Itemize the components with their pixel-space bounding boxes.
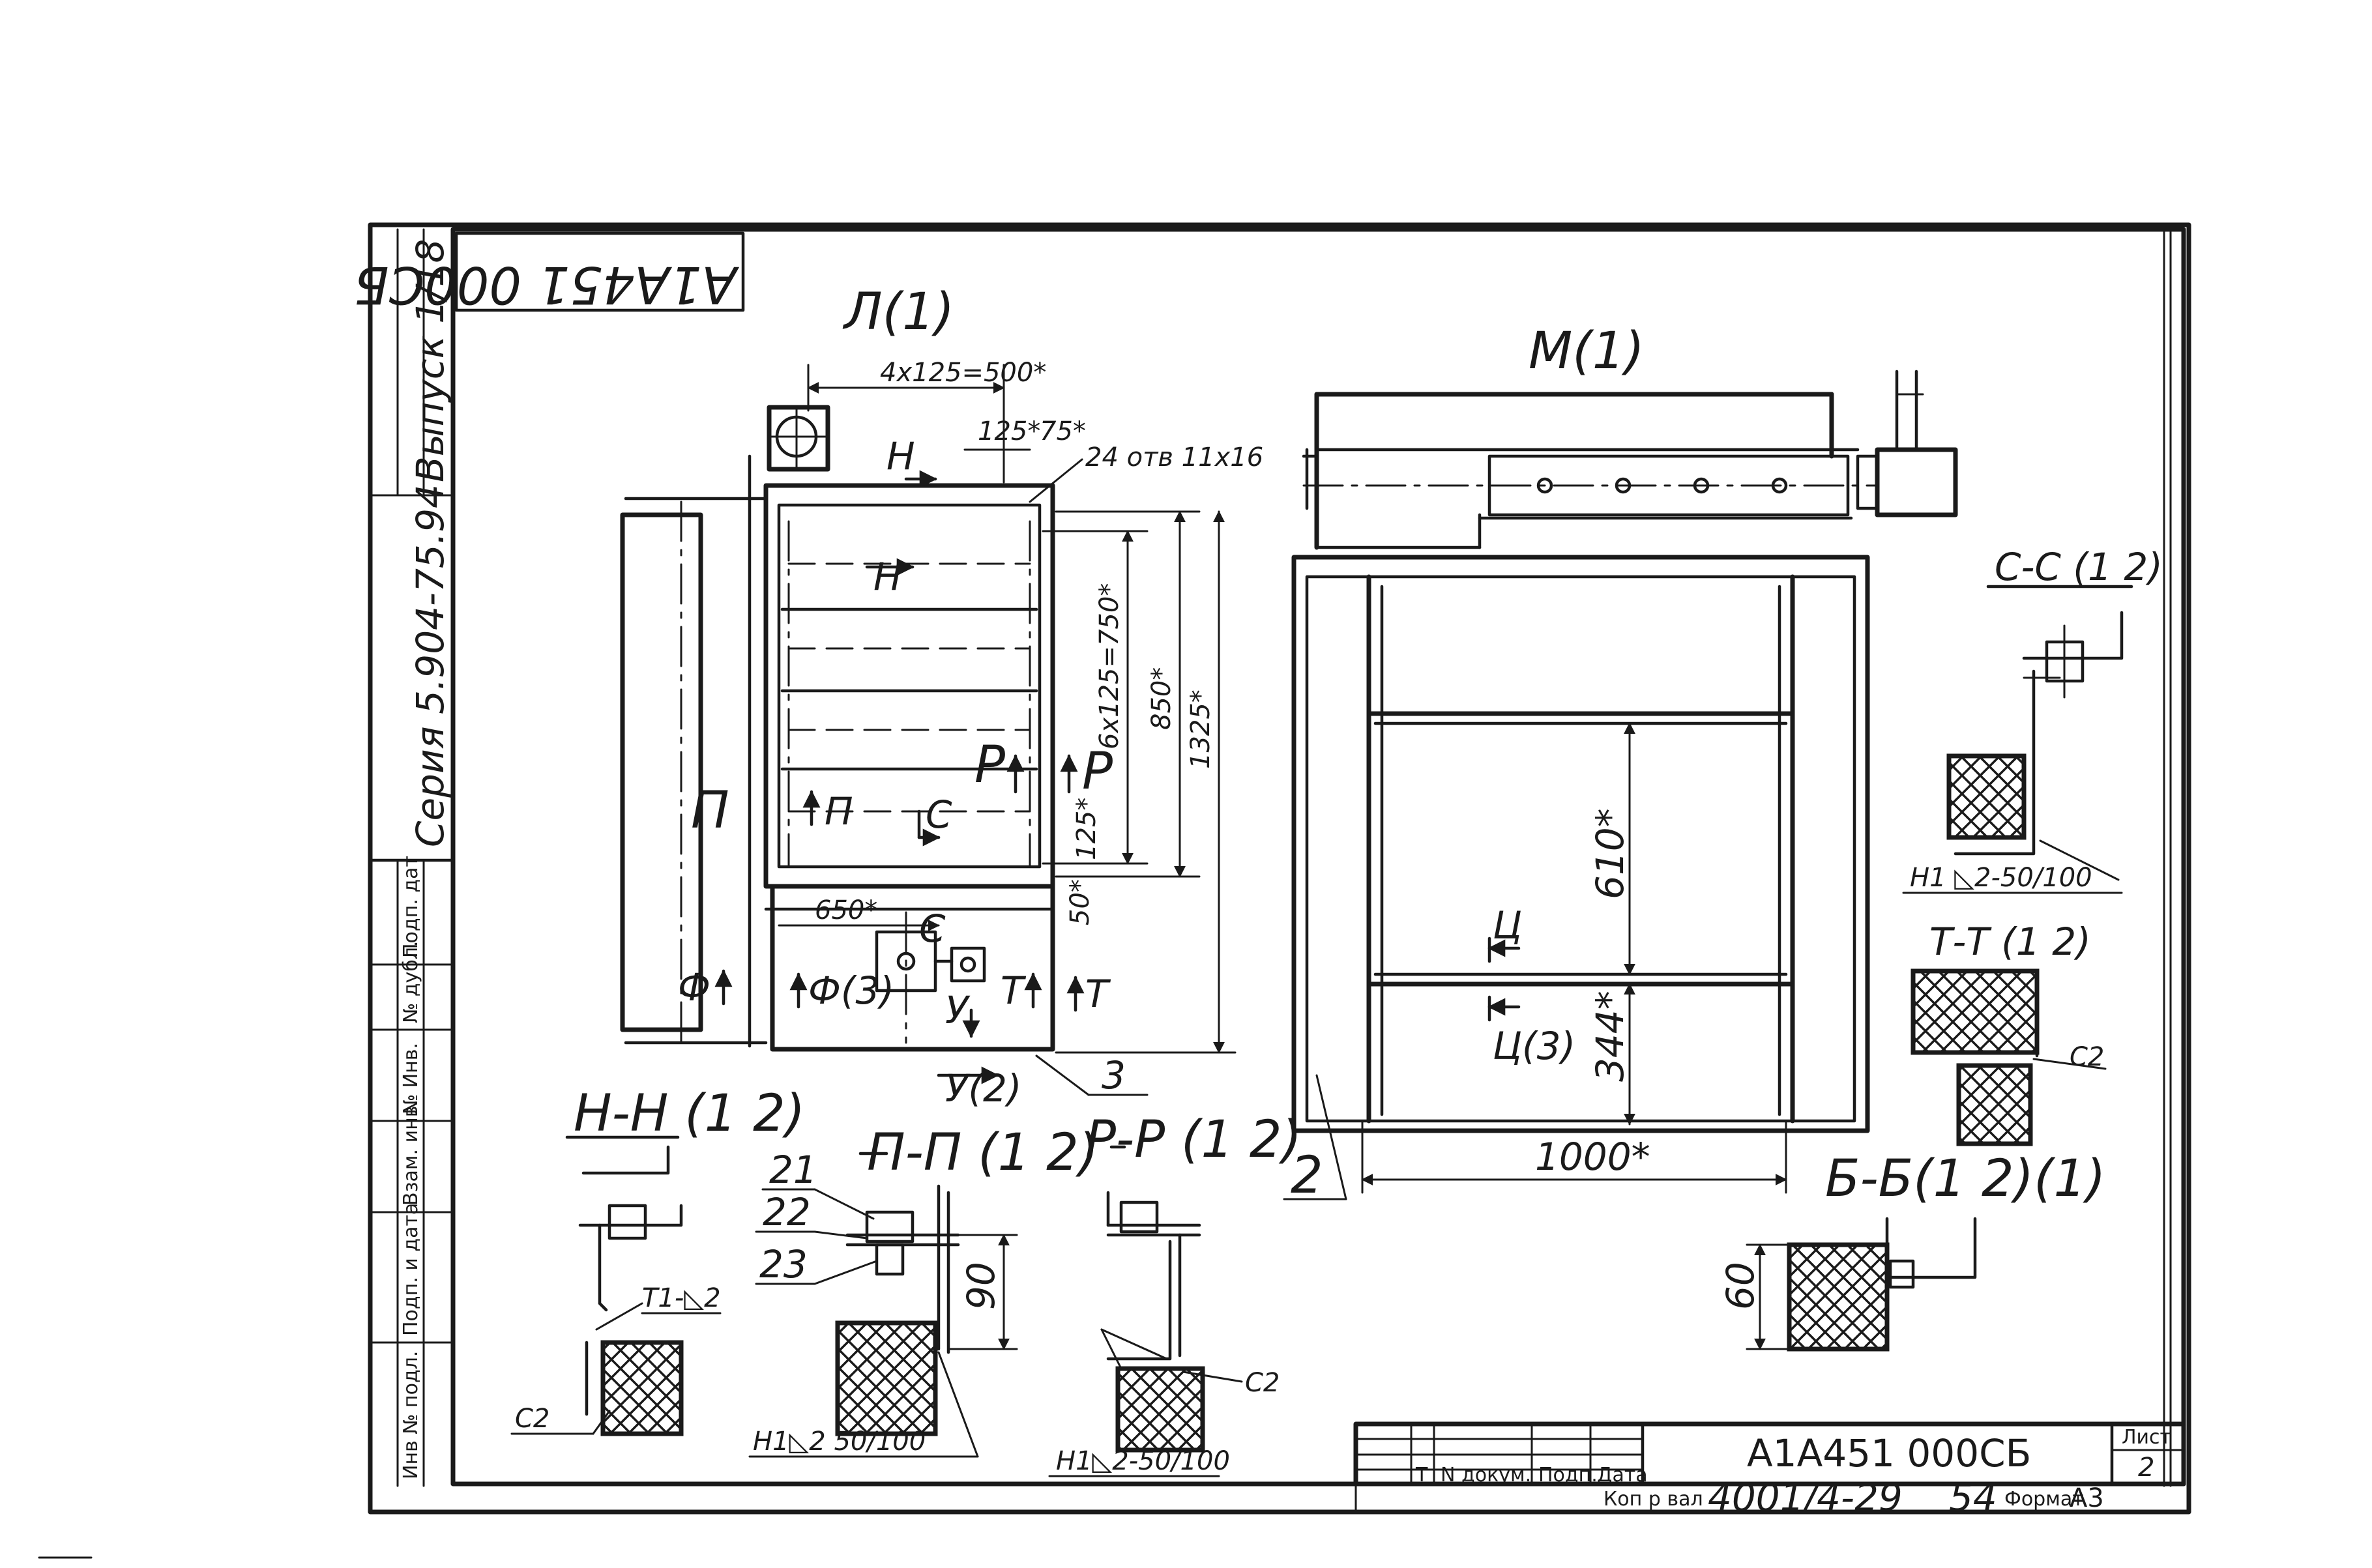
sec-n: Н: [886, 434, 915, 478]
tt-title: Т-Т (1 2): [1929, 920, 2091, 964]
drawing-number-rotated: А1А451 000СБ: [354, 255, 740, 313]
section-rr: Р-Р (1 2) С2 Н1◺2-50/100: [1048, 1111, 1302, 1477]
tb-col-date: Дата: [1597, 1464, 1648, 1487]
tb-col-t: Т: [1415, 1464, 1428, 1487]
sec-c3: Ц(3): [1493, 1024, 1575, 1068]
dim-1000: 1000*: [1535, 1135, 1650, 1179]
tb-order-suffix: 54: [1949, 1475, 1997, 1520]
sec-c: Ц: [1493, 903, 1522, 948]
inv-label-1: Инв № подл.: [400, 1351, 422, 1479]
inv-label-3: Взам. инв.: [400, 1099, 422, 1206]
nn-title: Н-Н (1 2): [574, 1084, 805, 1143]
section-pp: П-П (1 2) 90 21 22 23 Н1◺2 50/100: [748, 1124, 1098, 1458]
bb-dim: 60: [1718, 1262, 1763, 1310]
dim-125: 125*: [978, 416, 1040, 446]
sec-r2: Р: [1082, 742, 1113, 801]
rotated-number-box: А1А451 000СБ: [354, 231, 745, 313]
rr-title: Р-Р (1 2): [1085, 1111, 1302, 1169]
sheet-frame: [368, 222, 2191, 1515]
section-tt: Т-Т (1 2) С2: [1911, 920, 2107, 1146]
dim-75: 75*: [1040, 416, 1086, 446]
pos-3: 3: [1102, 1053, 1126, 1097]
pp-22: 22: [763, 1190, 811, 1234]
bb-title: Б-Б(1 2)(1): [1825, 1150, 2106, 1208]
sec-u: У: [945, 988, 971, 1032]
pp-21: 21: [769, 1148, 817, 1192]
section-nn: Н-Н (1 2) Т1-◺2 С2: [510, 1084, 805, 1436]
nn-weld: Т1-◺2: [642, 1283, 721, 1313]
sec-p: П: [691, 781, 729, 840]
tb-order-number: 4001/4-29: [1708, 1475, 1903, 1520]
sec-f: Ф: [678, 965, 710, 1009]
tb-copy-label: Коп р вал: [1603, 1488, 1703, 1511]
sec-u2: У(2): [945, 1066, 1022, 1111]
view-m: М(1) 610* 344*: [1283, 322, 1958, 1205]
series-label: Серия 5.904-75.94: [408, 484, 452, 847]
sec-t: Т: [1001, 968, 1027, 1013]
dim-850: 850*: [1147, 667, 1177, 730]
issue-label: Выпуск 1/18: [408, 239, 452, 482]
dim-6x125: 6х125=750*: [1094, 583, 1124, 749]
dim-1325: 1325*: [1186, 690, 1216, 769]
sec-s: С: [926, 792, 952, 837]
tt-c2: С2: [2070, 1042, 2104, 1072]
tb-format-value: А3: [2070, 1483, 2104, 1513]
pp-weld: Н1◺2 50/100: [753, 1427, 926, 1457]
rr-c2: С2: [1245, 1368, 1280, 1398]
pp-dim: 90: [959, 1262, 1003, 1310]
pp-23: 23: [759, 1242, 808, 1286]
inv-label-6: Подп. дат: [400, 856, 422, 958]
side-strip: Серия 5.904-75.94 Выпуск 1/18 Инв № подл…: [368, 228, 455, 1487]
pos-2: 2: [1291, 1146, 1323, 1205]
sec-n2: Н: [873, 555, 902, 599]
inv-label-5: № дубл.: [400, 941, 422, 1023]
sec-s2: С: [919, 907, 946, 951]
section-cc: С-С (1 2) Н1 ◺2-50/100: [1902, 545, 2163, 894]
pp-title: П-П (1 2): [867, 1124, 1098, 1182]
dim-650: 650*: [815, 895, 877, 925]
dim-610: 610*: [1588, 808, 1632, 899]
inv-label-2: Подп. и дата: [400, 1203, 422, 1336]
tb-sheet-label: Лист: [2122, 1426, 2171, 1449]
tb-drawing-number: А1А451 000СБ: [1747, 1431, 2031, 1475]
view-l-title: Л(1): [842, 283, 954, 341]
dim-50: 50*: [1065, 879, 1095, 925]
sec-f3: Ф(3): [808, 968, 894, 1013]
title-block: Т N докум. Подп. Дата А1А451 000СБ Лист …: [1353, 1421, 2186, 1520]
view-l: Л(1) 4: [620, 283, 1263, 1111]
sec-p2: П: [825, 789, 853, 834]
dim-344: 344*: [1588, 991, 1632, 1082]
section-bb: Б-Б(1 2)(1) 60: [1718, 1150, 2106, 1352]
inv-label-4: № Инв.: [400, 1043, 422, 1114]
sec-r: Р: [974, 736, 1005, 794]
tb-sheet-number: 2: [2138, 1453, 2154, 1483]
sec-t2: Т: [1085, 972, 1111, 1016]
tb-col-sign: Подп.: [1538, 1464, 1598, 1487]
nn-c2: С2: [515, 1404, 549, 1434]
dim-125b: 125*: [1072, 798, 1102, 860]
tb-col-doc: N докум.: [1441, 1464, 1531, 1487]
rr-weld: Н1◺2-50/100: [1056, 1446, 1230, 1476]
view-m-title: М(1): [1529, 322, 1645, 381]
tb-format-label: Формат: [2004, 1488, 2084, 1511]
cc-weld: Н1 ◺2-50/100: [1910, 863, 2092, 893]
holes-note: 24 отв 11х16: [1085, 443, 1263, 472]
dim-top: 4х125=500*: [880, 358, 1046, 388]
cc-title: С-С (1 2): [1995, 545, 2163, 589]
